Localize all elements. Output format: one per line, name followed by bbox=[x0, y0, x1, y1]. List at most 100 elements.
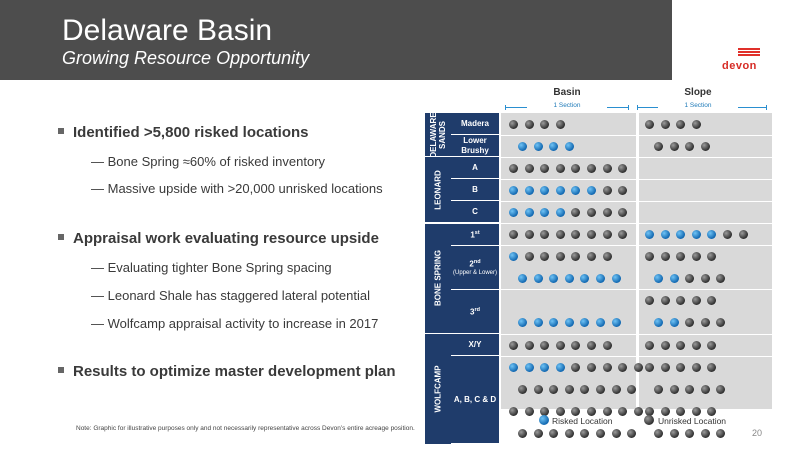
unrisked-location-dot bbox=[524, 163, 534, 173]
unrisked-location-dot bbox=[676, 406, 686, 416]
grid-row-divider bbox=[501, 223, 772, 224]
risked-location-dot bbox=[611, 274, 621, 284]
risked-location-dot bbox=[580, 274, 590, 284]
unrisked-location-dot bbox=[571, 362, 581, 372]
unrisked-location-dot bbox=[723, 230, 732, 240]
risked-location-dot bbox=[540, 185, 550, 195]
grid-row-divider bbox=[501, 245, 772, 247]
unrisked-location-dot bbox=[587, 340, 596, 350]
unrisked-location-dot bbox=[509, 119, 518, 129]
risked-location-dot bbox=[509, 185, 518, 195]
unrisked-location-dot bbox=[738, 230, 748, 240]
risked-location-dot bbox=[533, 274, 543, 284]
grid-row-divider bbox=[501, 355, 772, 357]
bullet-item: Appraisal work evaluating resource upsid… bbox=[58, 230, 379, 247]
footnote: Note: Graphic for illustrative purposes … bbox=[76, 425, 415, 432]
unrisked-location-dot bbox=[533, 384, 543, 394]
unrisked-location-dot bbox=[618, 362, 628, 372]
unrisked-location-dot bbox=[555, 406, 565, 416]
unrisked-location-dot bbox=[602, 230, 612, 240]
unrisked-location-dot bbox=[707, 406, 717, 416]
unrisked-location-dot bbox=[660, 119, 670, 129]
unrisked-location-dot bbox=[602, 163, 612, 173]
unrisked-location-dot bbox=[571, 207, 581, 217]
unrisked-location-dot bbox=[571, 406, 581, 416]
sub-bullet-item: — Bone Spring ≈60% of risked inventory bbox=[91, 154, 326, 169]
risked-location-dot bbox=[555, 185, 565, 195]
unrisked-location-dot bbox=[685, 141, 695, 151]
unrisked-location-dot bbox=[602, 207, 612, 217]
unrisked-location-dot bbox=[660, 252, 670, 262]
unrisked-location-dot bbox=[580, 384, 590, 394]
unrisked-location-dot bbox=[691, 296, 701, 306]
unrisked-location-dot bbox=[518, 384, 527, 394]
risked-location-dot bbox=[518, 274, 527, 284]
unrisked-location-dot bbox=[691, 406, 701, 416]
grid-row-divider bbox=[501, 444, 772, 445]
unrisked-location-dot bbox=[685, 318, 695, 328]
unrisked-location-dot bbox=[645, 362, 654, 372]
risked-location-dot bbox=[509, 207, 518, 217]
unrisked-location-dot bbox=[669, 384, 679, 394]
risked-location-dot bbox=[654, 318, 663, 328]
unrisked-location-dot bbox=[540, 119, 550, 129]
unrisked-location-dot bbox=[645, 119, 654, 129]
unrisked-location-dot bbox=[627, 384, 637, 394]
unrisked-location-dot bbox=[691, 362, 701, 372]
legend-risked-dot-icon bbox=[539, 415, 549, 425]
unrisked-location-dot bbox=[564, 428, 574, 438]
risked-location-dot bbox=[549, 274, 559, 284]
unrisked-location-dot bbox=[627, 428, 637, 438]
unrisked-location-dot bbox=[707, 296, 717, 306]
risked-location-dot bbox=[660, 230, 670, 240]
unrisked-location-dot bbox=[618, 163, 628, 173]
grid-column-divider bbox=[636, 113, 639, 409]
unrisked-location-dot bbox=[540, 252, 550, 262]
unrisked-location-dot bbox=[602, 252, 612, 262]
risked-location-dot bbox=[571, 185, 581, 195]
risked-location-dot bbox=[669, 318, 679, 328]
unrisked-location-dot bbox=[660, 406, 670, 416]
unrisked-location-dot bbox=[540, 230, 550, 240]
page-subtitle: Growing Resource Opportunity bbox=[62, 48, 310, 68]
unrisked-location-dot bbox=[700, 318, 710, 328]
unrisked-location-dot bbox=[676, 119, 686, 129]
risked-location-dot bbox=[540, 362, 550, 372]
logo-stripes-icon bbox=[738, 48, 760, 60]
unrisked-location-dot bbox=[555, 163, 565, 173]
unrisked-location-dot bbox=[555, 252, 565, 262]
unrisked-location-dot bbox=[564, 384, 574, 394]
risked-location-dot bbox=[524, 185, 534, 195]
sub-zone-label: X/Y bbox=[451, 334, 499, 357]
unrisked-location-dot bbox=[509, 340, 518, 350]
unrisked-location-dot bbox=[633, 406, 643, 416]
grid-row-divider bbox=[501, 134, 772, 136]
page-number: 20 bbox=[752, 428, 763, 438]
formation-group-label: LEONARD bbox=[425, 157, 451, 224]
risked-location-dot bbox=[540, 207, 550, 217]
unrisked-location-dot bbox=[660, 362, 670, 372]
unrisked-location-dot bbox=[524, 340, 534, 350]
risked-location-dot bbox=[549, 318, 559, 328]
unrisked-location-dot bbox=[540, 406, 550, 416]
unrisked-location-dot bbox=[685, 274, 695, 284]
grid-row-divider bbox=[501, 156, 772, 158]
unrisked-location-dot bbox=[524, 406, 534, 416]
unrisked-location-dot bbox=[571, 230, 581, 240]
grid-row-divider bbox=[501, 200, 772, 202]
bullet-square-icon bbox=[58, 367, 64, 374]
sub-zone-label: Lower Brushy bbox=[451, 135, 499, 158]
sub-zone-label: B bbox=[451, 179, 499, 202]
sub-bullet-item: — Leonard Shale has staggered lateral po… bbox=[91, 288, 370, 303]
column-header-basin: Basin bbox=[553, 87, 581, 98]
unrisked-location-dot bbox=[524, 119, 534, 129]
column-sub-basin: 1 Section bbox=[527, 102, 607, 109]
logo-text: devon bbox=[722, 60, 757, 72]
unrisked-location-dot bbox=[549, 428, 559, 438]
unrisked-location-dot bbox=[524, 252, 534, 262]
bullet-square-icon bbox=[58, 128, 64, 135]
risked-location-dot bbox=[596, 318, 605, 328]
unrisked-location-dot bbox=[645, 252, 654, 262]
unrisked-location-dot bbox=[685, 428, 695, 438]
